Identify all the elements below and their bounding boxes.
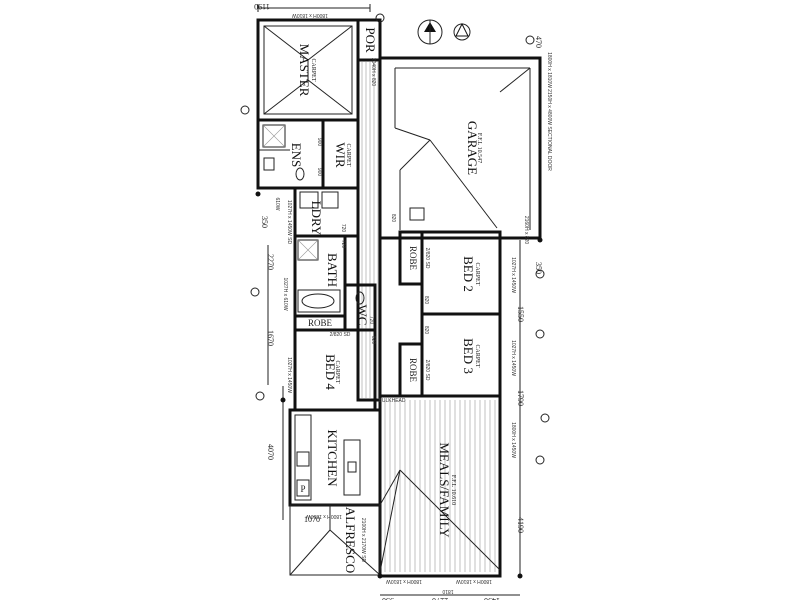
garage-side: 2160H x 820 xyxy=(523,216,529,245)
meals-label: MEALS/FAMILY xyxy=(437,442,452,538)
porch: POR xyxy=(356,18,382,62)
win-master-side: 1800H x 1810W xyxy=(546,52,552,88)
north-arrow-icon xyxy=(417,19,471,45)
ldry-win-610: 610W xyxy=(274,197,280,210)
meals-ffl: F.F.L 10.610 xyxy=(450,475,456,505)
bed4-floor: CARPET xyxy=(334,360,340,383)
pantry-label: P xyxy=(300,484,305,494)
bed2: ROBE BED 2 CARPET xyxy=(398,230,502,316)
bottom-window-b: 1800H x 1810W xyxy=(456,578,492,584)
dim-2270: 2270 xyxy=(266,254,275,270)
right-470: 470 xyxy=(534,36,543,48)
dim-4070: 4070 xyxy=(266,444,275,460)
laundry: LDRY xyxy=(293,186,360,238)
ens-dim-900a: 900 xyxy=(316,138,322,147)
master-block: MASTER CARPET xyxy=(256,18,360,122)
door-720-b: 720 xyxy=(340,240,346,249)
door-820-b: 820 xyxy=(423,296,429,305)
door-820-c: 820 xyxy=(423,326,429,335)
dimension-lines xyxy=(257,4,521,596)
wc-label: WC xyxy=(355,305,370,326)
bulkhead-label: BULKHEAD xyxy=(379,398,406,404)
bed4-window: 1027H x 1450W xyxy=(286,357,292,393)
meals-family: MEALS/FAMILY F.F.L 10.610 xyxy=(378,394,502,578)
garage: GARAGE F.F.L 10.547 2150H x 4800W SECTIO… xyxy=(378,56,552,240)
bed4-label: BED 4 xyxy=(323,354,338,390)
bottom-window-a: 1800H x 1810W xyxy=(386,578,422,584)
robe-b2-label: ROBE xyxy=(408,246,418,271)
ens-dim-900b: 900 xyxy=(316,168,322,177)
por-label: POR xyxy=(363,27,378,53)
garage-door-label: 2150H x 4800W SECTIONAL DOOR xyxy=(546,89,552,171)
bath-label: BATH xyxy=(325,253,340,287)
garage-ffl: F.F.L 10.547 xyxy=(476,133,482,163)
sd-robe2: 2/820 SD xyxy=(424,248,430,269)
master-label: MASTER xyxy=(297,44,312,97)
door-820-a: 820 xyxy=(390,214,396,223)
ldry-label: LDRY xyxy=(309,201,324,236)
bed3-label: BED 3 xyxy=(461,338,476,374)
dim-1490: 1490 xyxy=(484,596,500,600)
dim-350-left: 350 xyxy=(260,216,269,228)
bath-window: 1027H x 610W xyxy=(282,277,288,310)
alfresco: ALFRESCO xyxy=(289,504,381,576)
ldry-window: 1027H x 1450W SD xyxy=(286,200,292,245)
dim-1070: 1070 xyxy=(304,515,320,524)
robe-b4-label: ROBE xyxy=(308,318,333,328)
dim-2270-bottom: 2270 xyxy=(432,596,448,600)
kitchen-label: KITCHEN xyxy=(325,429,340,487)
ens-label: ENS xyxy=(289,143,304,168)
family-window: 1800H x 1450W xyxy=(510,422,516,458)
dim-1670: 1670 xyxy=(266,330,275,346)
kitchen: P KITCHEN xyxy=(288,408,382,507)
bed2-label: BED 2 xyxy=(461,256,476,292)
top-window: 1800H x 1810W xyxy=(292,12,328,18)
annotations: 1190 1800H x 1810W 470 2040H x 820 2160H… xyxy=(254,2,552,600)
garage-label: GARAGE xyxy=(465,121,480,175)
wir: WIR CARPET xyxy=(321,118,360,190)
dim-1550: 1550 xyxy=(516,306,525,322)
reference-markers xyxy=(240,13,550,579)
door-720-a: 720 xyxy=(340,224,346,233)
garage-opening: 2040H x 820 xyxy=(370,58,376,87)
hallway xyxy=(356,58,382,402)
ensuite: ENS xyxy=(256,118,325,190)
kitchen-window: 1800H x 1850W xyxy=(306,513,342,519)
master-floor: CARPET xyxy=(310,58,316,81)
robe-b3-label: ROBE xyxy=(408,358,418,383)
dim-350-right: 350 xyxy=(534,262,543,274)
bed3: ROBE BED 3 CARPET xyxy=(398,312,502,398)
dim-950: 950 xyxy=(382,596,394,600)
bed2-floor: CARPET xyxy=(474,262,480,285)
alfresco-door: 2100H x 2170W SD xyxy=(360,518,366,563)
dim-1810: 1810 xyxy=(442,588,453,594)
bed3-floor: CARPET xyxy=(474,344,480,367)
bed3-window: 1027H x 1450W xyxy=(510,340,516,376)
wir-label: WIR xyxy=(333,142,348,168)
sd-robe3: 2/820 SD xyxy=(424,360,430,381)
sd-robe4: 2/820 SD xyxy=(330,332,351,338)
bed4: ROBE BED 4 CARPET xyxy=(293,314,377,412)
door-720-c: 720 xyxy=(368,316,374,325)
wir-floor: CARPET xyxy=(345,143,351,166)
door-820-d: 820 xyxy=(370,336,376,345)
dim-4190: 4190 xyxy=(516,517,525,533)
dim-1790: 1790 xyxy=(516,390,525,406)
alfresco-label: ALFRESCO xyxy=(343,507,358,573)
bed2-window: 1027H x 1450W xyxy=(510,257,516,293)
top-dim: 1190 xyxy=(254,2,270,11)
bath: BATH xyxy=(293,234,347,318)
